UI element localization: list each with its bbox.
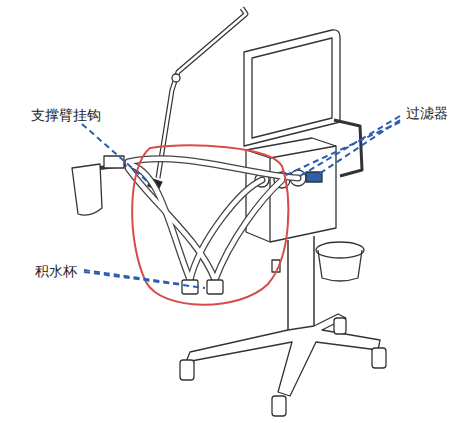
leader-line [82, 124, 148, 182]
tube-outline [128, 159, 298, 280]
support-arm-inner [158, 8, 246, 178]
cart-drawing [72, 8, 386, 416]
cup-holder [316, 242, 364, 258]
housing-edges [246, 146, 336, 242]
base [186, 314, 380, 396]
part-label: 过滤器 [405, 105, 449, 121]
wheels [180, 318, 386, 416]
leader-lines [82, 116, 400, 288]
tube-inner [128, 159, 298, 280]
part-label: 积水杯 [34, 263, 78, 279]
water-trap [207, 280, 223, 294]
screen [244, 30, 340, 146]
part-label: 支撑臂挂钩 [30, 107, 102, 123]
wheel [272, 396, 286, 416]
part-label-box: 积水杯 [34, 262, 78, 281]
part-label-box: 支撑臂挂钩 [30, 106, 102, 125]
water-traps [182, 280, 223, 294]
wheel [180, 360, 194, 380]
support-arm [158, 8, 246, 178]
tubing [128, 159, 298, 294]
screen-inner [252, 38, 332, 138]
arm-joint [172, 74, 180, 82]
filter-unit [306, 172, 322, 182]
leader-line [84, 272, 205, 288]
wheel [372, 348, 386, 368]
leader-line [284, 122, 400, 176]
part-label-box: 过滤器 [405, 104, 449, 123]
column [288, 236, 314, 330]
breathing-bag [72, 164, 102, 215]
wheel [334, 318, 346, 334]
cup-holder-body [318, 250, 362, 281]
